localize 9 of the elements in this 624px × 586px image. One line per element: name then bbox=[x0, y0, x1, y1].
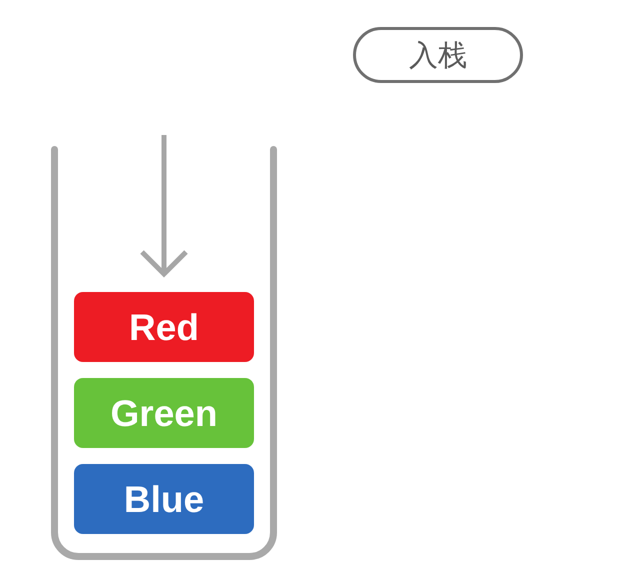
operation-label: 入栈 bbox=[409, 40, 467, 70]
item-label: Blue bbox=[124, 480, 204, 518]
arrow bbox=[140, 135, 188, 276]
stack-item bbox=[74, 292, 254, 362]
stack-container bbox=[51, 146, 277, 560]
item-label: Green bbox=[110, 394, 218, 432]
item-label: Red bbox=[129, 308, 199, 346]
stack-item bbox=[74, 378, 254, 448]
stack-item bbox=[74, 464, 254, 534]
